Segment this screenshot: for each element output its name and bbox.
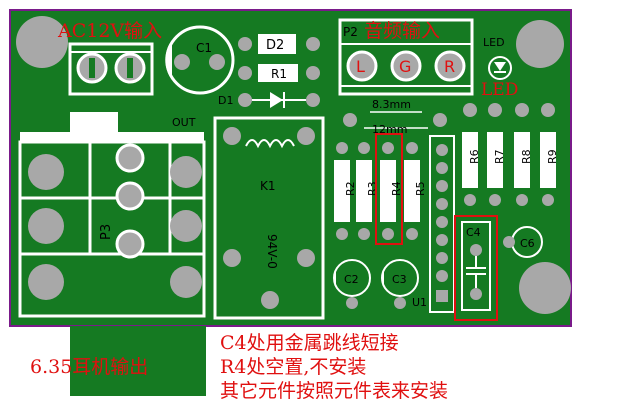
capacitor-c4: C4: [461, 221, 491, 311]
capacitor-c6: C6: [503, 226, 543, 258]
dimension-markers: 8.3mm 12mm: [343, 98, 555, 136]
svg-text:K1: K1: [260, 179, 276, 193]
note-line-1: C4处用金属跳线短接: [220, 332, 399, 354]
svg-text:R7: R7: [493, 149, 506, 164]
diode-d2: D2: [238, 34, 320, 54]
svg-text:D2: D2: [266, 38, 284, 53]
svg-text:R1: R1: [271, 67, 287, 81]
mount-hole-top-right: [516, 20, 564, 68]
headphone-plug-body: [70, 326, 206, 396]
svg-text:R5: R5: [414, 181, 427, 196]
svg-text:L: L: [356, 57, 365, 76]
svg-text:R8: R8: [520, 149, 533, 164]
led: [488, 56, 512, 80]
headphone-jack-p3: P3 OUT: [18, 112, 206, 318]
capacitor-c1: C1: [165, 25, 235, 95]
mount-hole-top-left: [16, 16, 68, 68]
capacitor-c2: C2: [333, 259, 371, 309]
svg-text:P3: P3: [99, 224, 114, 240]
headphone-output-label: 6.35耳机输出: [30, 356, 149, 378]
svg-text:R: R: [444, 57, 455, 76]
audio-terminal-p2: P2 L G R: [338, 18, 474, 96]
audio-input-label: 音频输入: [364, 20, 441, 42]
c1-label: C1: [196, 41, 212, 55]
svg-text:12mm: 12mm: [372, 123, 407, 136]
r4-highlight-box: [375, 133, 403, 245]
c4-highlight-box: [454, 215, 498, 321]
svg-text:C2: C2: [344, 273, 359, 286]
svg-text:R4: R4: [390, 181, 403, 196]
resistors-r2-r5: R2 R3 R4 R5: [334, 142, 427, 240]
svg-text:R9: R9: [546, 149, 559, 164]
svg-text:OUT: OUT: [172, 116, 196, 129]
svg-text:P2: P2: [343, 25, 358, 39]
power-terminal: [68, 42, 154, 96]
svg-text:R2: R2: [344, 181, 357, 196]
relay-k1: K1 94V-0: [213, 116, 325, 320]
svg-text:G: G: [399, 57, 411, 76]
svg-text:C4: C4: [466, 226, 481, 239]
svg-text:8.3mm: 8.3mm: [372, 98, 411, 111]
led-top-label: LED: [483, 36, 505, 49]
mount-hole-bottom-right: [519, 262, 571, 314]
svg-text:D1: D1: [218, 94, 233, 107]
led-bottom-label: LED: [481, 80, 519, 100]
svg-text:U1: U1: [412, 296, 427, 309]
svg-text:R6: R6: [468, 149, 481, 164]
board-outline: [9, 9, 572, 327]
svg-text:94V-0: 94V-0: [265, 234, 279, 269]
svg-text:R3: R3: [366, 181, 379, 196]
note-line-2: R4处空置,不安装: [220, 356, 367, 378]
note-line-3: 其它元件按照元件表来安装: [220, 380, 449, 402]
svg-text:C6: C6: [520, 237, 535, 250]
resistor-r1: R1: [238, 64, 320, 82]
resistors-r6-r9: R6 R7 R8 R9: [462, 132, 559, 206]
ic-u1: U1: [412, 135, 455, 313]
capacitor-c3: C3: [381, 259, 419, 309]
svg-text:C3: C3: [392, 273, 407, 286]
diode-d1: D1: [218, 92, 320, 108]
power-input-label: AC12V输入: [58, 20, 163, 42]
